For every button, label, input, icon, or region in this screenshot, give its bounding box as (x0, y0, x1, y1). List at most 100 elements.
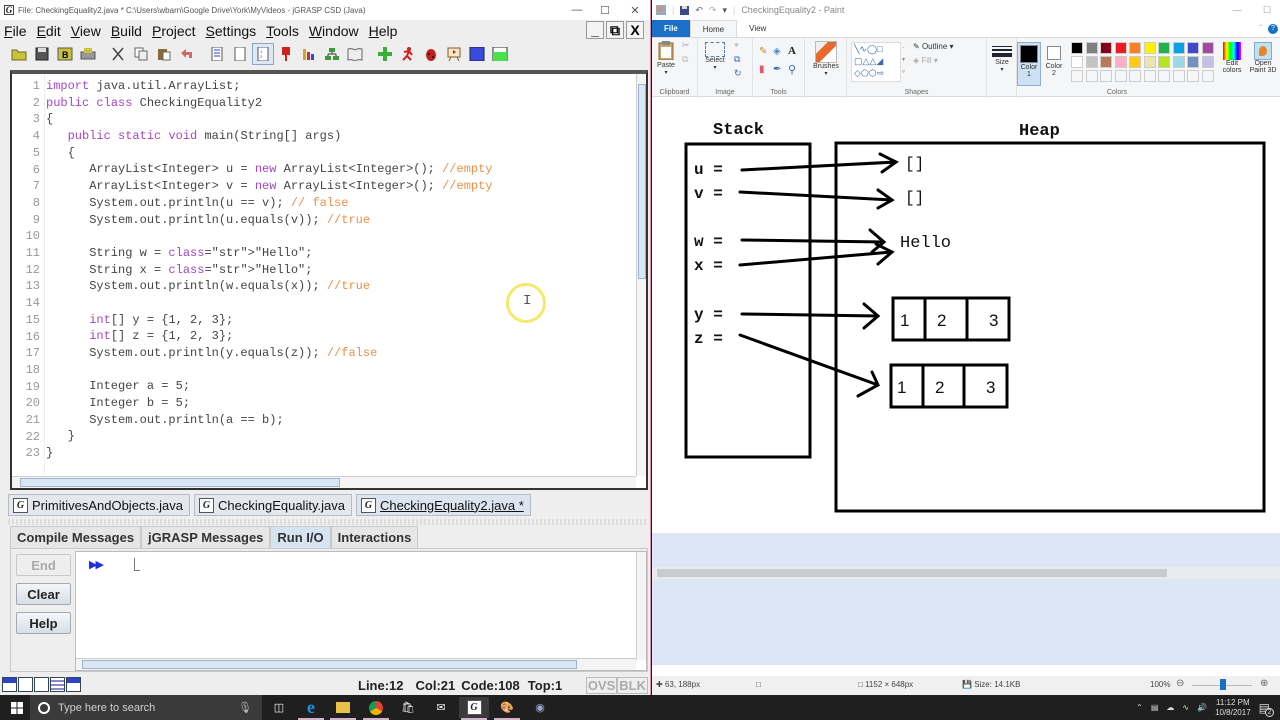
layout-icon-3[interactable] (34, 677, 49, 692)
canvas-horizontal-scrollbar[interactable] (652, 567, 1280, 579)
green-square-icon[interactable] (489, 43, 511, 65)
color-swatch[interactable] (1172, 42, 1185, 54)
print-icon[interactable] (77, 43, 99, 65)
menu-window[interactable]: Window (308, 23, 359, 39)
clear-button[interactable]: Clear (16, 583, 71, 605)
jgrasp-taskbar-icon[interactable]: G (459, 697, 489, 720)
csd-remove-icon[interactable] (229, 43, 251, 65)
eraser-icon[interactable]: ▮ (759, 64, 765, 75)
start-button[interactable] (2, 697, 32, 718)
editor-horizontal-scrollbar[interactable] (12, 476, 636, 488)
media-icon[interactable]: ◉ (535, 702, 545, 714)
zoom-in-button[interactable]: ⊕ (1260, 678, 1269, 689)
pencil-icon[interactable]: ✎ (759, 46, 768, 57)
color-swatch[interactable] (1114, 70, 1127, 82)
menu-help[interactable]: Help (368, 23, 398, 39)
blue-square-icon[interactable] (466, 43, 488, 65)
customize-quick-access-icon[interactable]: ▾ (722, 4, 727, 15)
color-picker-icon[interactable]: ✒ (773, 64, 782, 75)
file-tab-checkingequality[interactable]: G CheckingEquality.java (194, 494, 352, 516)
zoom-out-button[interactable]: ⊖ (1176, 678, 1185, 689)
tab-jgrasp-messages[interactable]: jGRASP Messages (141, 526, 271, 548)
cut-icon[interactable] (107, 43, 129, 65)
color-swatch[interactable] (1100, 70, 1112, 82)
color-swatch[interactable] (1187, 70, 1199, 82)
color-swatch[interactable] (1100, 42, 1112, 54)
code-line[interactable]: ArrayList<Integer> v = new ArrayList<Int… (46, 179, 493, 194)
fill-icon[interactable]: ◈ (773, 46, 781, 57)
uml-diagram-icon[interactable] (321, 43, 343, 65)
task-view-icon[interactable]: ◫ (273, 702, 285, 714)
edit-colors-button[interactable]: Edit colors (1217, 42, 1247, 74)
fill-dropdown[interactable]: ◈ Fill ▾ (913, 56, 938, 65)
show-hidden-icons[interactable]: ⌃ (1136, 703, 1143, 712)
menu-edit[interactable]: Edit (36, 23, 61, 39)
color-swatch[interactable] (1114, 56, 1127, 68)
code-line[interactable]: String x = class="str">"Hello"; (46, 262, 313, 277)
console-vertical-scrollbar[interactable] (636, 552, 646, 660)
color-swatch[interactable] (1085, 70, 1098, 82)
paint-taskbar-icon[interactable]: 🎨 (492, 697, 522, 720)
color-swatch[interactable] (1071, 42, 1083, 54)
code-line[interactable]: System.out.println(a == b); (46, 412, 284, 427)
color-swatch[interactable] (1201, 70, 1214, 82)
shapes-gallery[interactable]: ╲∿◯□▢△△◢◇⬠⬡⇨ (851, 42, 901, 82)
layout-icon-4[interactable] (50, 677, 65, 692)
color-swatch[interactable] (1143, 56, 1156, 68)
zoom-slider-thumb[interactable] (1220, 679, 1226, 690)
color-swatch[interactable] (1201, 56, 1214, 68)
run-icon[interactable] (397, 43, 419, 65)
pin-icon[interactable] (275, 43, 297, 65)
color2-button[interactable]: Color 2 (1043, 42, 1065, 86)
code-line[interactable]: String w = class="str">"Hello"; (46, 245, 313, 260)
paste-button[interactable]: Paste ▾ (654, 40, 678, 76)
shapes-scroll[interactable]: -▾▿ (902, 45, 906, 75)
color-swatch[interactable] (1158, 56, 1170, 68)
help-button[interactable]: Help (16, 612, 71, 634)
editor-vertical-scrollbar[interactable] (636, 74, 646, 476)
network-adapter-icon[interactable]: ▤ (1150, 703, 1159, 712)
code-line[interactable]: int[] y = {1, 2, 3}; (89, 312, 234, 327)
copy-icon[interactable]: ⧉ (682, 54, 689, 64)
ribbon-tab-file[interactable]: File (652, 20, 690, 37)
open-paint3d-button[interactable]: Open Paint 3D (1248, 42, 1278, 74)
chrome-icon[interactable] (361, 697, 391, 720)
code-line[interactable]: System.out.println(u == v); // false (46, 195, 349, 210)
code-line[interactable] (46, 362, 493, 379)
code-line[interactable] (46, 228, 493, 245)
select-button[interactable]: Select ▾ (702, 42, 728, 71)
color-swatch[interactable] (1129, 70, 1141, 82)
file-explorer-icon[interactable] (328, 697, 358, 720)
mdi-close-button[interactable]: X (626, 21, 644, 39)
drawing-canvas[interactable]: Stack Heap u = v = w = x = y = z = (652, 98, 1280, 533)
debug-icon[interactable] (420, 43, 442, 65)
run-io-console[interactable]: ▶▶ (75, 551, 647, 671)
color-swatch[interactable] (1158, 42, 1170, 54)
outline-dropdown[interactable]: ✎ Outline ▾ (913, 42, 954, 51)
rotate-icon[interactable]: ↻ (734, 68, 742, 78)
quick-redo-icon[interactable]: ↷ (708, 4, 717, 15)
color-swatch[interactable] (1071, 70, 1083, 82)
code-line[interactable] (46, 295, 493, 312)
color-swatch[interactable] (1085, 42, 1098, 54)
paint-minimize-button[interactable]: — (1232, 5, 1242, 15)
taskbar-search[interactable]: Type here to search 🎙 (30, 695, 262, 720)
code-line[interactable]: ArrayList<Integer> u = new ArrayList<Int… (46, 162, 493, 177)
action-center-icon[interactable]: ▤2 (1259, 701, 1274, 717)
resize-icon[interactable]: ⧉ (734, 54, 741, 64)
cut-icon[interactable]: ✂ (682, 40, 690, 50)
ribbon-tab-view[interactable]: View (749, 24, 767, 33)
code-line[interactable]: } (46, 429, 75, 444)
pane-splitter[interactable] (8, 519, 648, 525)
file-tab-checkingequality2[interactable]: G CheckingEquality2.java * (355, 494, 531, 516)
tab-interactions[interactable]: Interactions (330, 526, 419, 548)
color-swatch[interactable] (1172, 70, 1185, 82)
menu-view[interactable]: View (70, 23, 101, 39)
edge-icon[interactable]: e (296, 697, 326, 720)
viewer-icon[interactable] (443, 43, 465, 65)
paint-maximize-button[interactable]: ☐ (1262, 4, 1272, 15)
code-line[interactable]: System.out.println(y.equals(z)); //false (46, 346, 378, 360)
code-line[interactable]: public class CheckingEquality2 (46, 95, 263, 110)
code-line[interactable]: public static void main(String[] args) (67, 129, 342, 144)
